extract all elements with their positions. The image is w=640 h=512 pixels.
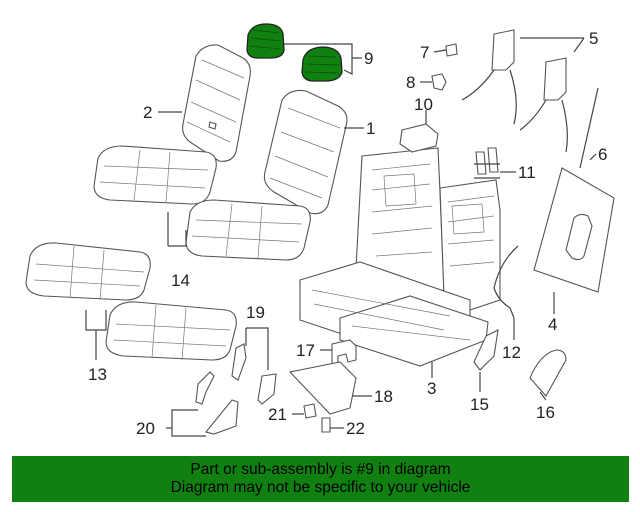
seat-pad-lower-left	[25, 242, 151, 301]
seat-pad-part-13	[105, 301, 237, 361]
banner-line-2: Diagram may not be specific to your vehi…	[170, 479, 471, 496]
callout-18: 18	[374, 387, 393, 406]
callout-16: 16	[536, 403, 555, 422]
clip-part-22	[321, 417, 331, 433]
trim-part-20a	[195, 371, 215, 405]
leader-lines	[85, 37, 597, 437]
latch-part-5	[461, 29, 568, 153]
callout-14: 14	[171, 271, 190, 290]
callout-11: 11	[518, 163, 536, 182]
seat-cushion-upper-left	[93, 145, 217, 205]
callout-4: 4	[548, 315, 557, 334]
callout-9: 9	[364, 49, 373, 68]
part-info-banner: Part or sub-assembly is #9 in diagram Di…	[12, 456, 629, 502]
cable-part-12	[493, 245, 519, 319]
trim-part-19b	[257, 373, 277, 405]
callout-12: 12	[502, 343, 521, 362]
seat-back-part-2	[182, 44, 251, 162]
trim-part-15	[473, 329, 499, 371]
callout-10: 10	[414, 95, 433, 114]
callout-19: 19	[246, 303, 265, 322]
clip-part-7	[445, 43, 458, 57]
callout-labels: 1 2 3 4 5 6 7 8 9 10 11 12 13 14 15 16 1…	[88, 29, 607, 438]
bracket-part-11	[474, 147, 500, 179]
callout-7: 7	[420, 43, 429, 62]
callout-17: 17	[296, 341, 315, 360]
seat-back-part-1	[263, 89, 348, 215]
trim-part-20b	[205, 399, 239, 435]
bracket-part-17	[331, 339, 357, 365]
callout-15: 15	[470, 395, 489, 414]
callout-13: 13	[88, 365, 107, 384]
back-panel-part-4	[533, 167, 615, 293]
clip-part-21	[303, 403, 317, 419]
callout-3: 3	[427, 379, 436, 398]
headrest-part-9[interactable]	[246, 23, 343, 82]
bracket-part-8	[431, 73, 447, 91]
seat-frame-part-3	[299, 147, 501, 367]
callout-21: 21	[268, 405, 287, 424]
callout-8: 8	[406, 73, 415, 92]
callout-2: 2	[143, 103, 152, 122]
rod-part-6	[579, 87, 599, 169]
cover-part-18	[288, 361, 357, 415]
cover-part-10	[399, 123, 439, 153]
seat-cushion-part-14	[185, 199, 311, 261]
callout-6: 6	[598, 145, 607, 164]
callout-20: 20	[136, 419, 155, 438]
banner-line-1: Part or sub-assembly is #9 in diagram	[190, 461, 451, 478]
callout-22: 22	[346, 419, 365, 438]
trim-part-16	[529, 349, 567, 397]
callout-5: 5	[589, 29, 598, 48]
trim-part-19a	[231, 343, 247, 381]
callout-1: 1	[366, 119, 375, 138]
